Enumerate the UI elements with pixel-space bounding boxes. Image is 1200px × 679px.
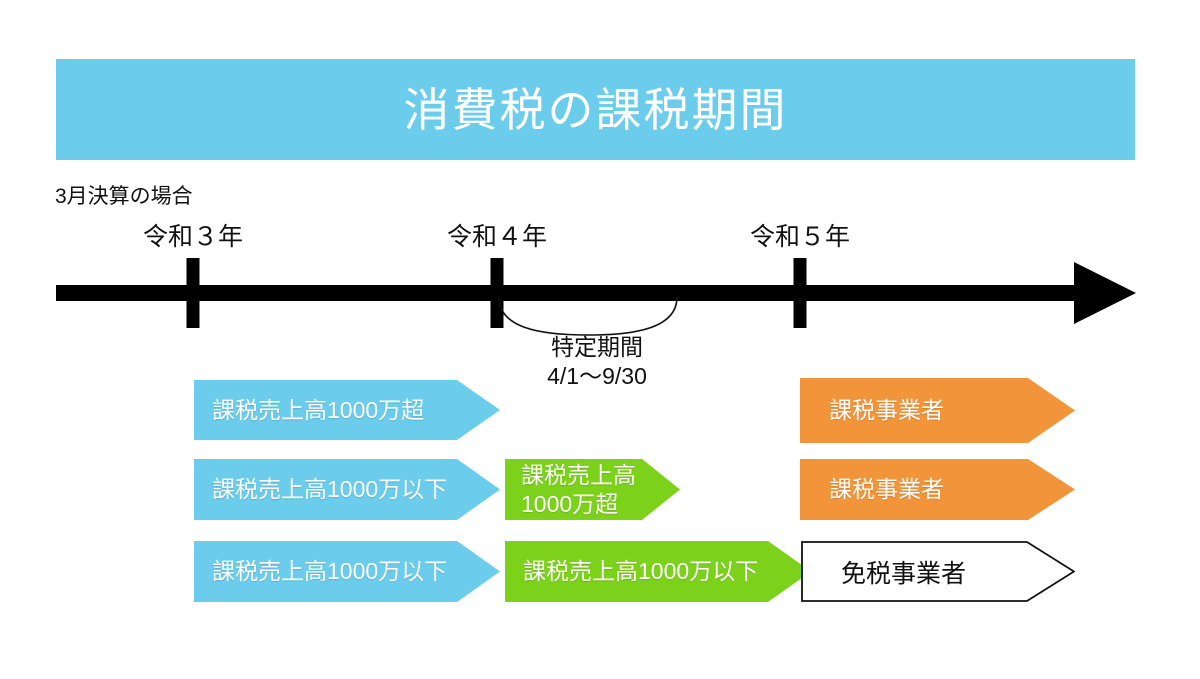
row-1-segment-2[interactable]: 課税事業者 <box>800 378 1075 443</box>
timeline-arrow-icon <box>1074 262 1136 324</box>
row-3-segment-3-label: 免税事業者 <box>841 559 967 588</box>
row-2-segment-1-label: 課税売上高1000万以下 <box>212 476 448 503</box>
timeline-tick-reiwa-4 <box>490 258 504 328</box>
specified-period-dates: 4/1〜9/30 <box>547 363 647 390</box>
row-2-segment-2-label: 課税売上高 1000万超 <box>521 461 636 517</box>
timeline-axis <box>56 285 1077 301</box>
row-3-segment-2-label: 課税売上高1000万以下 <box>523 558 759 585</box>
timeline-tick-reiwa-5 <box>793 258 807 328</box>
year-label-reiwa-5: 令和５年 <box>749 223 851 251</box>
row-1-segment-1[interactable]: 課税売上高1000万超 <box>194 380 500 440</box>
title-banner: 消費税の課税期間 <box>56 59 1135 160</box>
row-1-segment-2-label: 課税事業者 <box>829 397 944 424</box>
specified-period-caption: 特定期間 4/1〜9/30 <box>547 333 647 392</box>
page-title: 消費税の課税期間 <box>403 83 788 136</box>
row-3-segment-1-label: 課税売上高1000万以下 <box>212 558 448 585</box>
row-2-segment-1[interactable]: 課税売上高1000万以下 <box>194 459 500 520</box>
row-3-segment-3[interactable]: 免税事業者 <box>801 541 1075 602</box>
fiscal-year-note: 3月決算の場合 <box>55 185 193 208</box>
row-2-segment-3-label: 課税事業者 <box>829 476 944 503</box>
timeline-tick-reiwa-3 <box>186 258 200 328</box>
row-3-segment-2[interactable]: 課税売上高1000万以下 <box>505 541 811 602</box>
row-2-segment-2[interactable]: 課税売上高 1000万超 <box>505 459 680 520</box>
specified-period-title: 特定期間 <box>551 334 643 360</box>
year-label-reiwa-4: 令和４年 <box>446 223 548 251</box>
year-label-reiwa-3: 令和３年 <box>142 223 244 251</box>
row-3-segment-1[interactable]: 課税売上高1000万以下 <box>194 541 500 602</box>
row-2-segment-3[interactable]: 課税事業者 <box>800 459 1075 520</box>
row-1-segment-1-label: 課税売上高1000万超 <box>212 396 425 423</box>
specified-period-brace-icon <box>497 296 679 337</box>
